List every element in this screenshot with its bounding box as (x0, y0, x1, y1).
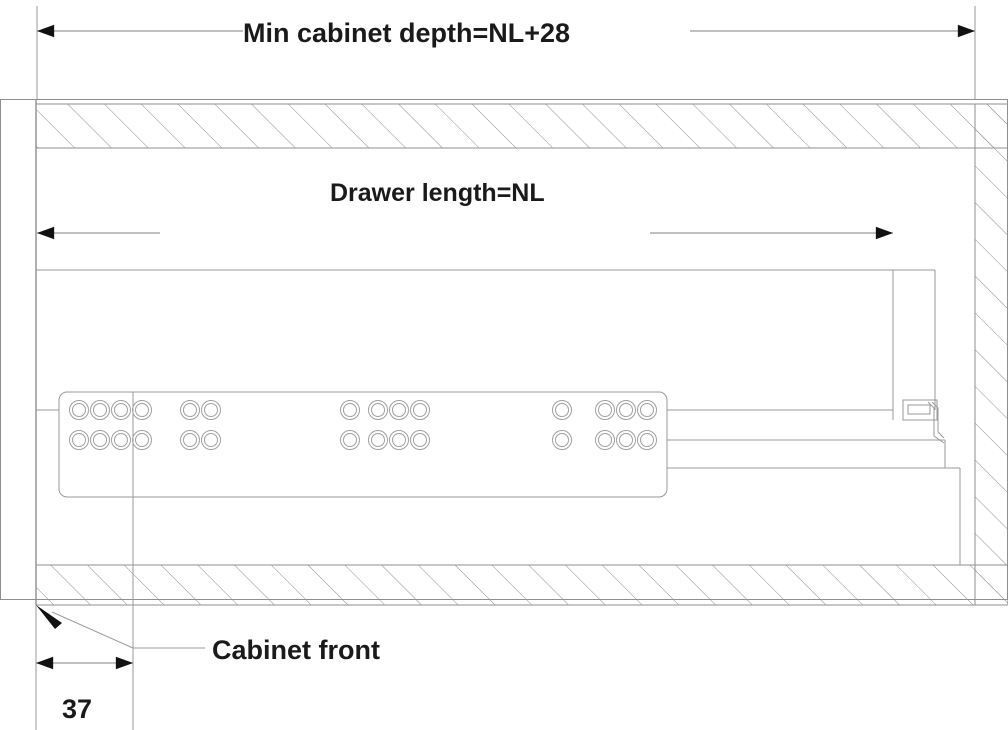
cabinet-top-wall (35, 103, 1008, 149)
mounting-hole-outer-ring (389, 400, 409, 420)
mounting-hole-inner-ring (371, 403, 385, 417)
cabinet-outer-frame (0, 99, 1008, 600)
mounting-hole-inner-ring (619, 403, 633, 417)
mounting-hole-outer-ring (180, 430, 200, 450)
mounting-hole-inner-ring (598, 433, 612, 447)
slide-body-outline (58, 391, 668, 498)
mounting-hole-inner-ring (135, 433, 149, 447)
hook-slot-inner (907, 404, 931, 415)
mounting-hole-inner-ring (72, 403, 86, 417)
drawer-slide-assembly (58, 391, 668, 498)
label-drawer-length: Drawer length=NL (330, 179, 545, 207)
mounting-hole-outer-ring (389, 430, 409, 450)
mounting-hole-inner-ring (640, 433, 654, 447)
cabinet-front-leader: Cabinet front (36, 605, 380, 665)
mounting-hole-outer-ring (637, 430, 657, 450)
mounting-hole-inner-ring (114, 433, 128, 447)
mounting-hole-inner-ring (72, 433, 86, 447)
mounting-hole-inner-ring (114, 403, 128, 417)
mounting-hole-outer-ring (410, 400, 430, 420)
mounting-hole-outer-ring (595, 400, 615, 420)
mounting-hole-outer-ring (410, 430, 430, 450)
mounting-hole-outer-ring (595, 430, 615, 450)
mounting-hole-inner-ring (413, 433, 427, 447)
dimension-drawer-length: Drawer length=NL (37, 179, 893, 240)
mounting-hole-outer-ring (616, 400, 636, 420)
mounting-hole-inner-ring (555, 403, 569, 417)
mounting-hole-outer-ring (90, 400, 110, 420)
mounting-hole-inner-ring (343, 433, 357, 447)
cabinet-bottom-wall (35, 564, 1008, 606)
mounting-hole-outer-ring (340, 400, 360, 420)
mounting-hole-outer-ring (616, 430, 636, 450)
mounting-hole-outer-ring (111, 400, 131, 420)
mounting-hole-inner-ring (93, 403, 107, 417)
mounting-hole-outer-ring (637, 400, 657, 420)
mounting-hole-outer-ring (180, 400, 200, 420)
mounting-hole-inner-ring (204, 403, 218, 417)
mounting-hole-outer-ring (90, 430, 110, 450)
leader-arrowhead (36, 605, 62, 629)
dimension-front-offset: 37 (36, 656, 133, 724)
dimension-min-cabinet-depth: Min cabinet depth=NL+28 (36, 6, 976, 99)
mounting-hole-inner-ring (183, 433, 197, 447)
mounting-hole-inner-ring (93, 433, 107, 447)
leader-diagonal (51, 611, 134, 649)
mounting-hole-inner-ring (343, 403, 357, 417)
mounting-hole-inner-ring (183, 403, 197, 417)
mounting-hole-outer-ring (552, 400, 572, 420)
mounting-hole-outer-ring (201, 430, 221, 450)
mounting-hole-inner-ring (598, 403, 612, 417)
hook-slot-outer (902, 399, 938, 421)
mounting-hole-inner-ring (619, 433, 633, 447)
cabinet-outline (0, 99, 1008, 600)
cabinet-back-wall (974, 103, 1008, 606)
mounting-hole-inner-ring (371, 433, 385, 447)
mounting-hole-outer-ring (368, 430, 388, 450)
mounting-hole-inner-ring (413, 403, 427, 417)
mounting-hole-inner-ring (640, 403, 654, 417)
mounting-hole-outer-ring (69, 430, 89, 450)
mounting-hole-outer-ring (201, 400, 221, 420)
hook-arm (931, 401, 945, 439)
drawer-box-outline (36, 269, 961, 565)
cabinet-front-reference (35, 99, 134, 730)
mounting-hole-inner-ring (392, 433, 406, 447)
rear-mounting-hook (902, 399, 945, 444)
slide-mounting-holes (69, 400, 657, 450)
mounting-hole-inner-ring (204, 433, 218, 447)
mounting-hole-outer-ring (132, 430, 152, 450)
mounting-hole-outer-ring (368, 400, 388, 420)
label-front-offset: 37 (62, 694, 92, 724)
mounting-hole-outer-ring (111, 430, 131, 450)
mounting-hole-inner-ring (135, 403, 149, 417)
hook-arm-inner (927, 401, 945, 444)
mounting-hole-outer-ring (340, 430, 360, 450)
mounting-hole-outer-ring (132, 400, 152, 420)
mounting-hole-outer-ring (69, 400, 89, 420)
mounting-hole-inner-ring (392, 403, 406, 417)
label-cabinet-front: Cabinet front (212, 635, 380, 665)
mounting-hole-inner-ring (555, 433, 569, 447)
mounting-hole-outer-ring (552, 430, 572, 450)
label-min-cabinet-depth: Min cabinet depth=NL+28 (243, 18, 570, 48)
